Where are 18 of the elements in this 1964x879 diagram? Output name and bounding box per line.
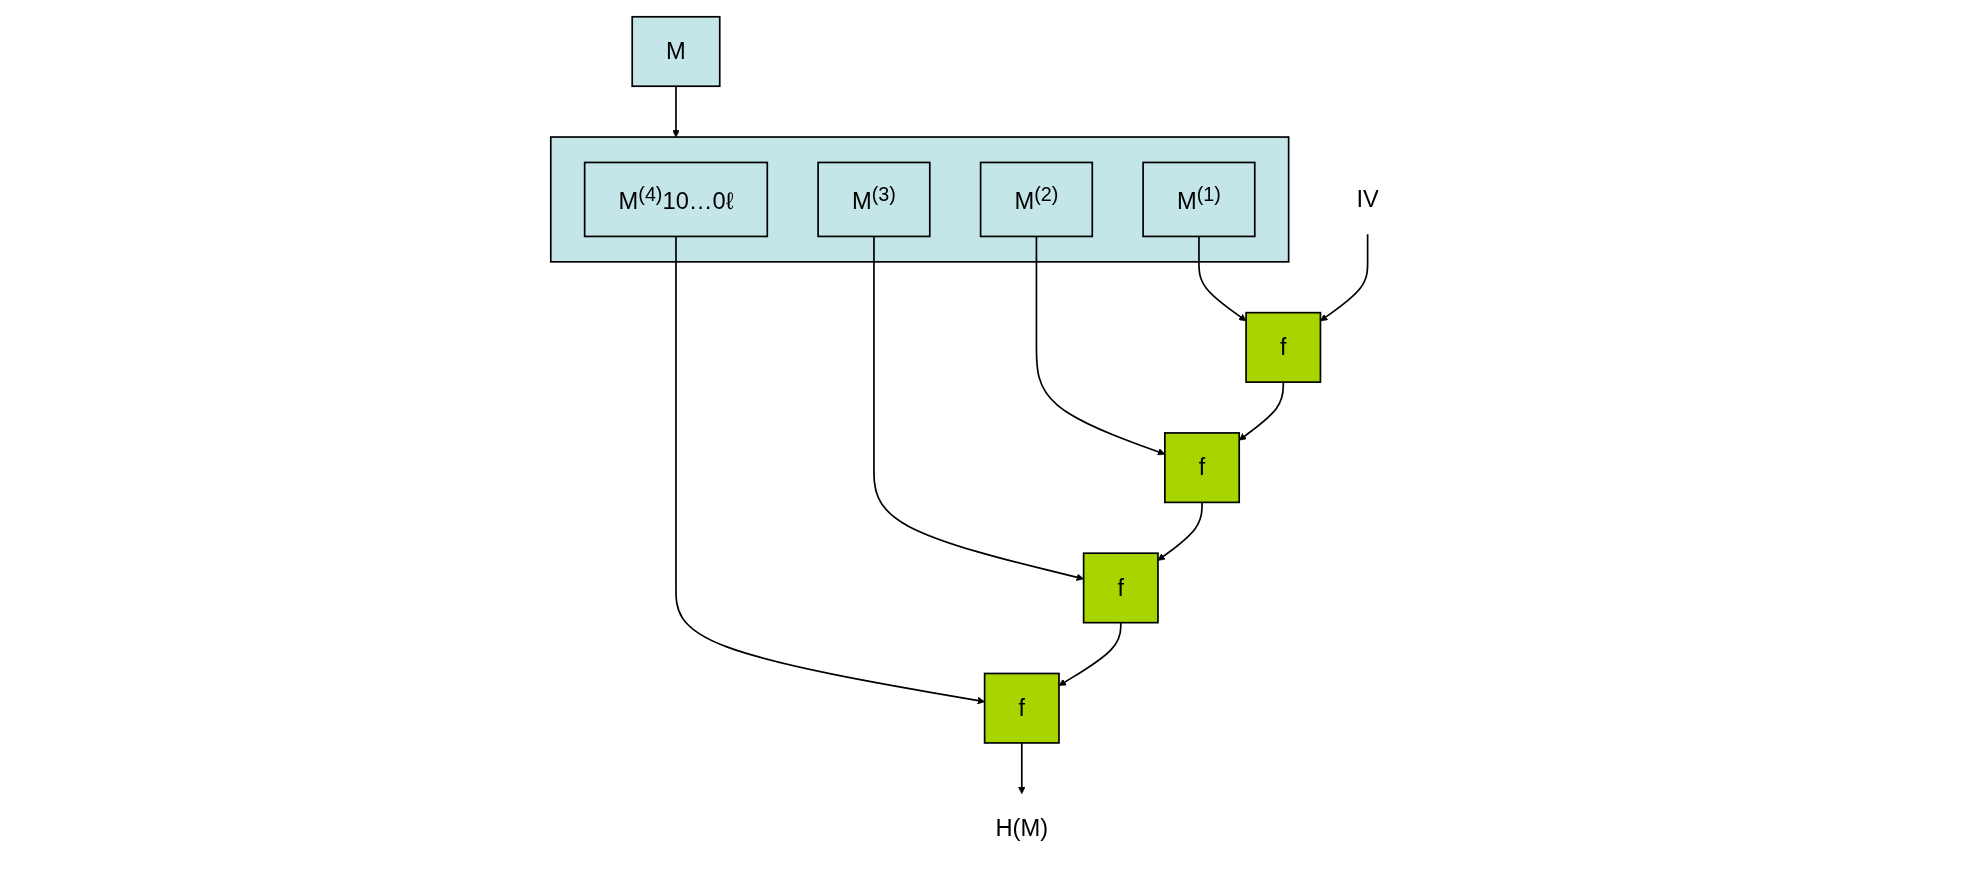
node-text: H(M) [995,814,1049,841]
node-box: M$^{(1)}$ [1142,161,1256,237]
arrow [1239,380,1285,440]
node-box: f [1245,311,1322,383]
node-text: IV [1356,185,1380,212]
arrow [1018,741,1026,794]
arrow [1198,235,1247,321]
node-box: M [631,15,721,87]
arrow [1320,232,1369,321]
node-box: f [1083,551,1160,623]
node-box: M$^{(3)}$ [817,161,931,237]
node-box: M$^{(4)}$10…0ℓ [584,161,769,237]
arrow [672,84,680,137]
node-box: f [984,672,1061,744]
node-box: f [1164,431,1241,503]
cluster [550,135,1290,263]
arrow [1035,235,1166,455]
node-box: M$^{(2)}$ [980,161,1094,237]
